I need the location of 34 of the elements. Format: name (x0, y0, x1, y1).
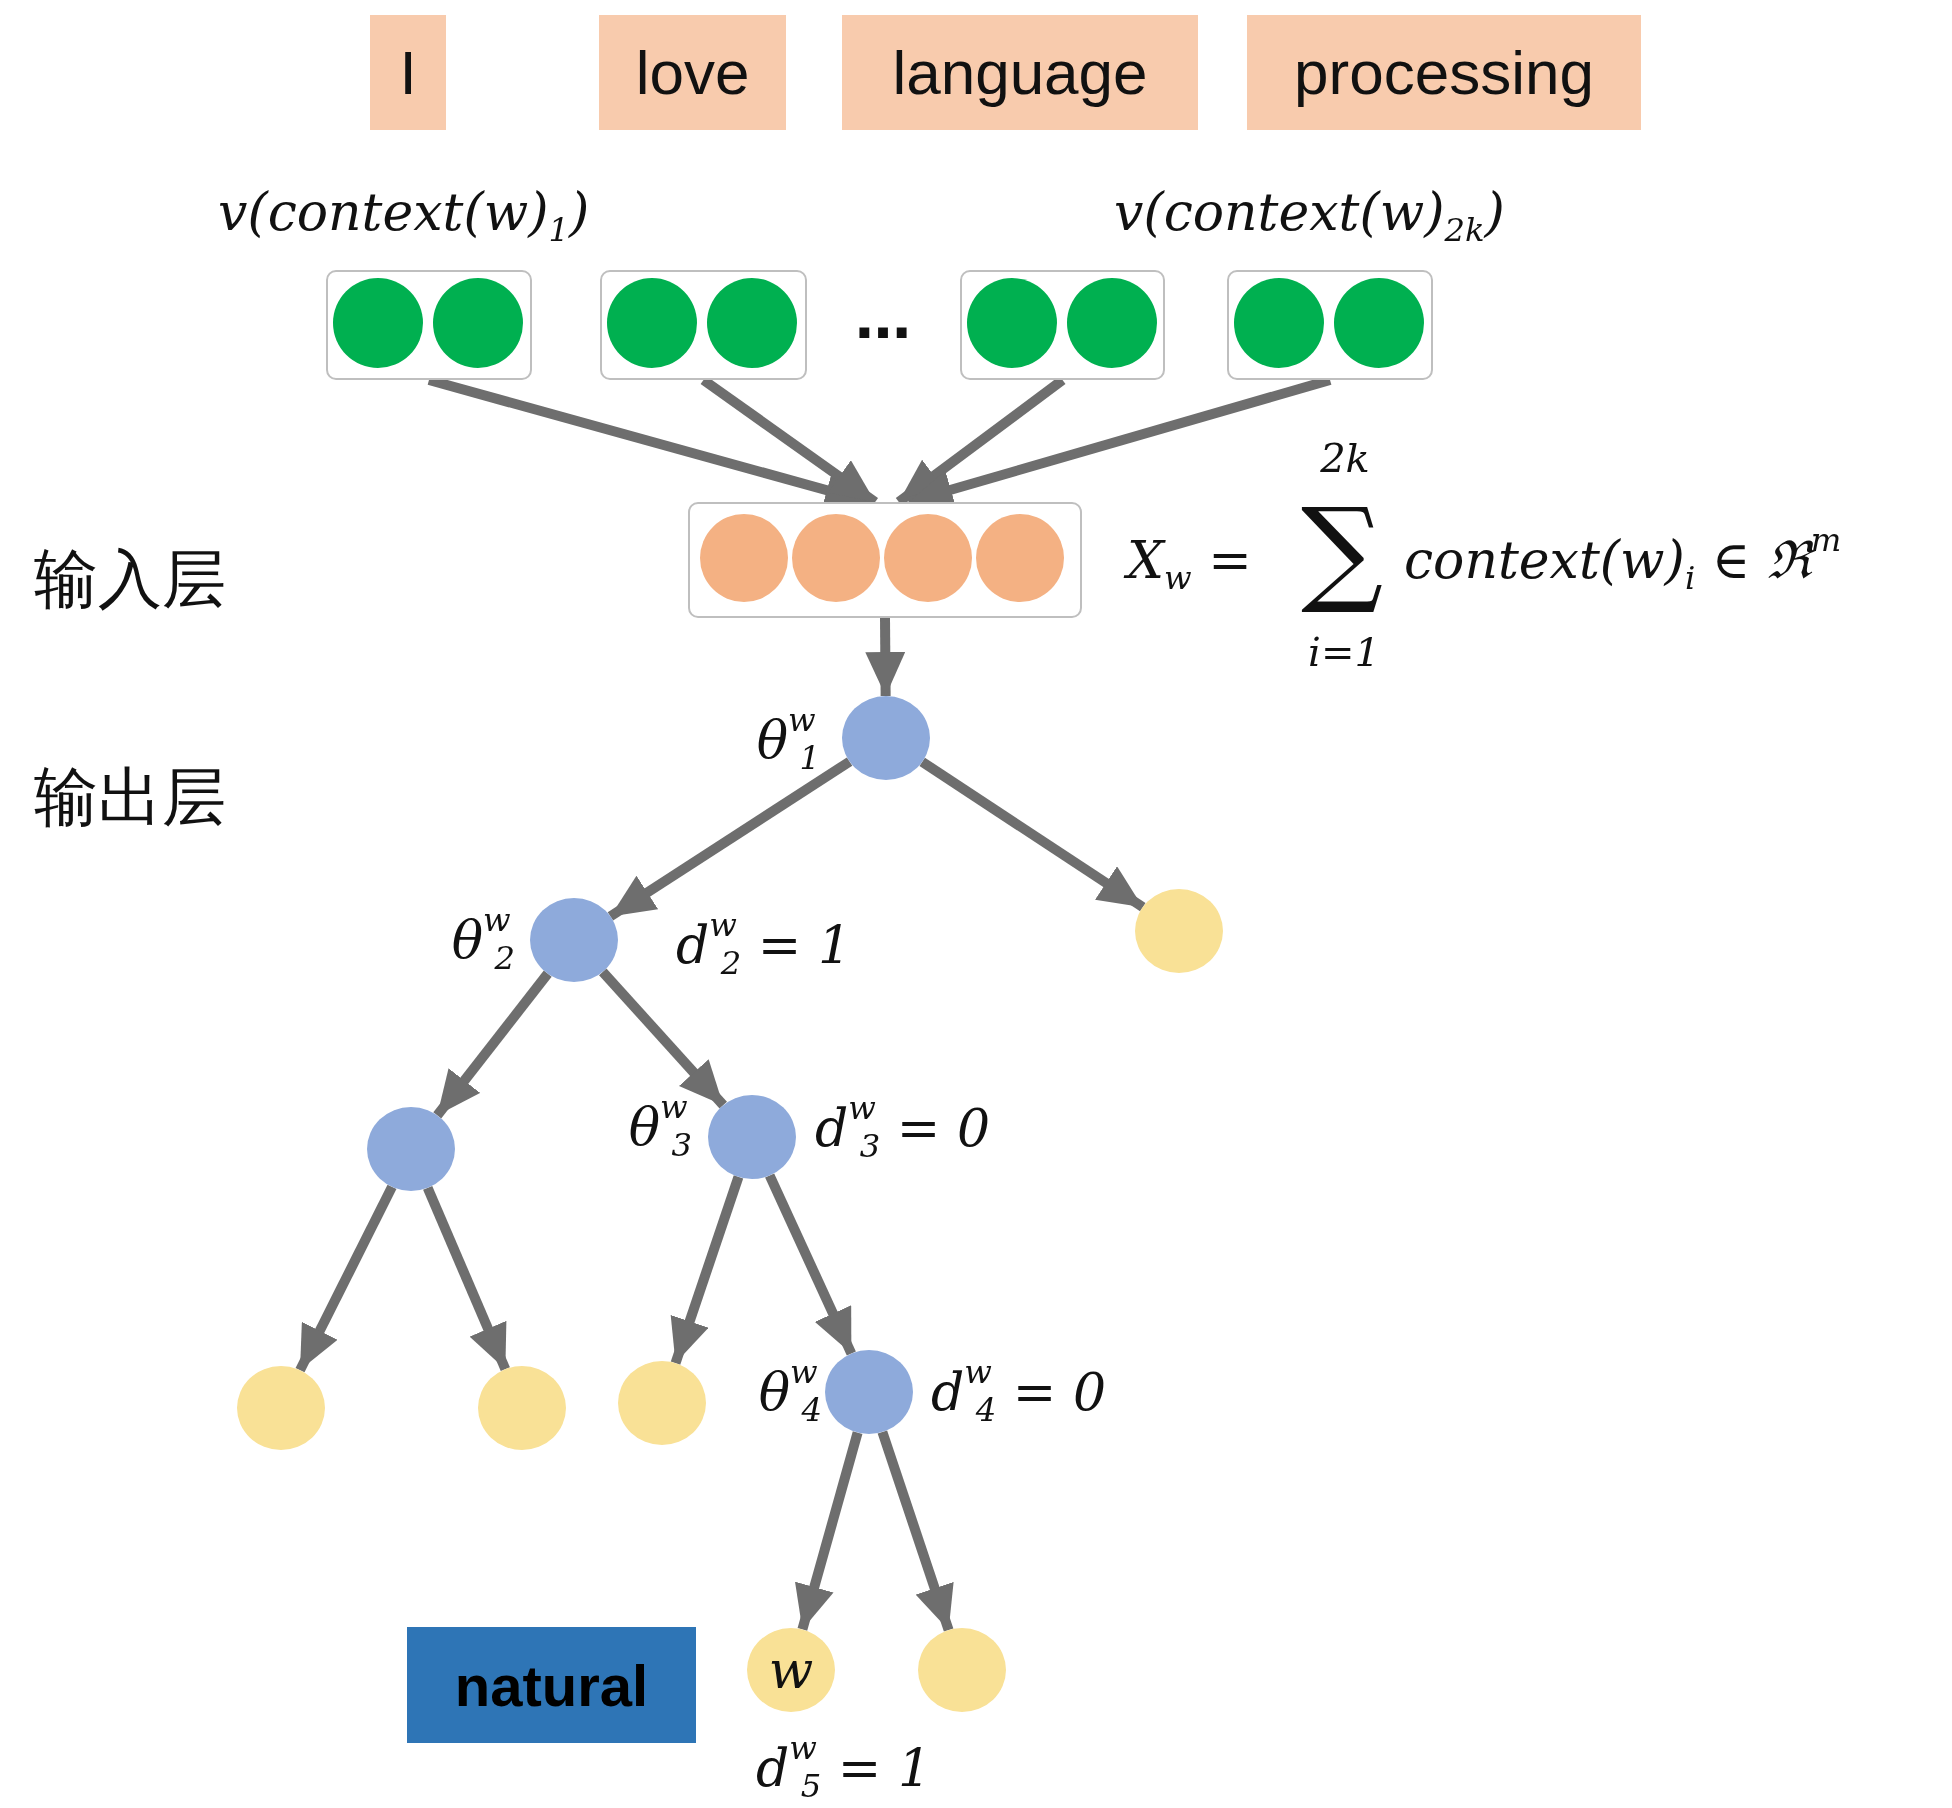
arrow (919, 757, 1146, 912)
math-label: d$^{w}$$_{3}$ = 0 (815, 1096, 990, 1160)
arrow (433, 970, 552, 1119)
layer-label: 输入层 (34, 540, 226, 618)
word-label: love (635, 37, 750, 108)
arrow (877, 1430, 954, 1632)
arrow (295, 1184, 397, 1373)
word-box (842, 15, 1198, 130)
layer-label: 输出层 (34, 758, 226, 836)
arrow (865, 617, 906, 697)
word-box (599, 15, 786, 130)
word-label: language (892, 37, 1148, 108)
arrow (423, 1185, 510, 1372)
word-box (370, 15, 446, 130)
math-label: context(w)$_{i}$ ∈ ℜ$^{m}$ (1404, 528, 1842, 592)
word-box (407, 1627, 696, 1743)
math-label: v(context(w)$_{1}$) (218, 180, 590, 244)
word-label: processing (1294, 37, 1594, 108)
arrow (599, 968, 727, 1109)
ellipsis-label: … (855, 285, 911, 351)
arrow (670, 1175, 744, 1365)
math-label: d$^{w}$$_{4}$ = 0 (931, 1360, 1106, 1424)
math-label: i=1 (1308, 628, 1380, 676)
math-label: 2k (1320, 434, 1370, 482)
arrow (795, 1431, 863, 1631)
math-label: d$^{w}$$_{5}$ = 1 (756, 1736, 931, 1800)
math-label: v(context(w)$_{2k}$) (1114, 180, 1505, 244)
math-label: d$^{w}$$_{2}$ = 1 (676, 913, 851, 977)
word-label: natural (454, 1651, 649, 1719)
word-label: I (399, 37, 417, 108)
word-box (1247, 15, 1641, 130)
node-label: w (768, 1644, 814, 1696)
arrow (607, 757, 853, 921)
arrow (765, 1173, 856, 1356)
